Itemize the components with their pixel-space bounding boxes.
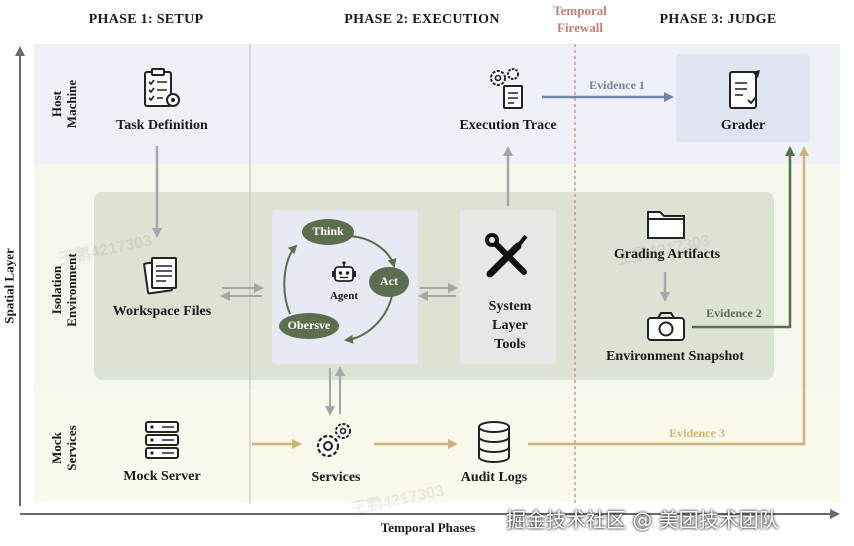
observe-node xyxy=(279,313,339,339)
x-axis-label: Temporal Phases xyxy=(380,520,476,535)
checklist-icon xyxy=(144,68,180,107)
grader-document-icon xyxy=(729,70,760,109)
observe-label: Obersve xyxy=(287,318,331,332)
y-axis-label: Spatial Layer xyxy=(1,248,17,324)
phase-2-title: PHASE 2: EXECUTION xyxy=(344,12,500,27)
agent-label: Agent xyxy=(329,290,359,302)
evidence-3-label: Evidence 3 xyxy=(669,426,725,440)
mock-server-label: Mock Server xyxy=(123,469,201,484)
evidence-2-arrow xyxy=(692,146,795,329)
evidence-3-arrow xyxy=(528,146,809,446)
task-definition-label: Task Definition xyxy=(116,118,208,133)
services-gears-icon xyxy=(316,423,351,458)
folder-icon xyxy=(647,211,685,239)
think-label: Think xyxy=(312,224,344,238)
grading-artifacts-label: Grading Artifacts xyxy=(613,247,721,262)
mock-services-label: Mock Services xyxy=(49,425,79,471)
database-icon xyxy=(478,421,510,463)
robot-icon xyxy=(332,261,356,282)
environment-snapshot-label: Environment Snapshot xyxy=(606,349,744,364)
loop-arrow-act-to-observe xyxy=(344,295,393,344)
act-label: Act xyxy=(380,274,398,288)
audit-logs-label: Audit Logs xyxy=(460,470,528,485)
phase-3-title: PHASE 3: JUDGE xyxy=(659,12,777,27)
evidence-1-label: Evidence 1 xyxy=(589,78,645,92)
system-tools-box xyxy=(460,210,556,364)
grader-label: Grader xyxy=(720,118,766,133)
services-label: Services xyxy=(311,470,361,485)
host-machine-label: Host Machine xyxy=(49,79,79,129)
system-tools-label: System Layer Tools xyxy=(488,299,532,352)
evidence-2-label: Evidence 2 xyxy=(706,306,762,320)
loop-arrow-think-to-act xyxy=(345,235,397,268)
execution-trace-label: Execution Trace xyxy=(459,118,557,133)
gears-document-icon xyxy=(490,68,523,109)
temporal-firewall-label: Temporal Firewall xyxy=(553,3,607,35)
phase-1-title: PHASE 1: SETUP xyxy=(88,12,204,27)
workspace-files-label: Workspace Files xyxy=(112,304,212,319)
camera-icon xyxy=(647,312,685,341)
footer-brand: 掘金技术社区 @ 美团技术团队 xyxy=(506,508,779,532)
think-node xyxy=(302,219,354,245)
tools-icon xyxy=(485,233,528,278)
loop-arrow-observe-to-think xyxy=(283,244,298,315)
files-icon xyxy=(143,257,177,295)
server-icon xyxy=(145,421,179,459)
act-node xyxy=(369,267,409,297)
